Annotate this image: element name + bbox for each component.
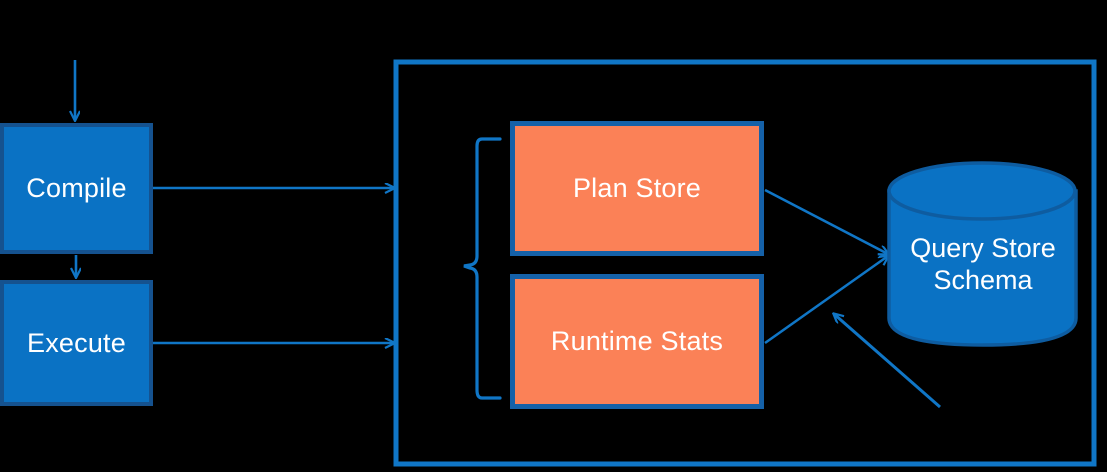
node-runtime-stats[interactable]: Runtime Stats (510, 274, 764, 409)
node-query-store-schema-label-line1: Query Store (910, 233, 1056, 263)
node-compile-label: Compile (26, 173, 127, 203)
query-store-container-outline (393, 59, 1097, 467)
node-execute-label: Execute (27, 327, 126, 358)
node-execute[interactable]: Execute (0, 280, 153, 406)
node-compile[interactable]: Compile (0, 123, 153, 254)
query-store-schema-cylinder (887, 161, 1078, 347)
node-plan-store[interactable]: Plan Store (510, 121, 764, 256)
grouping-brace (463, 137, 502, 400)
node-plan-store-label: Plan Store (572, 173, 702, 203)
arrow-plan-store-to-schema (764, 188, 888, 254)
node-query-store-schema-label: Query Store Schema (888, 232, 1078, 296)
arrow-runtime-stats-to-schema (764, 256, 888, 345)
node-query-store-schema-label-line2: Schema (933, 265, 1033, 295)
node-runtime-stats-label: Runtime Stats (550, 326, 724, 356)
arrow-external-to-schema (834, 314, 941, 409)
